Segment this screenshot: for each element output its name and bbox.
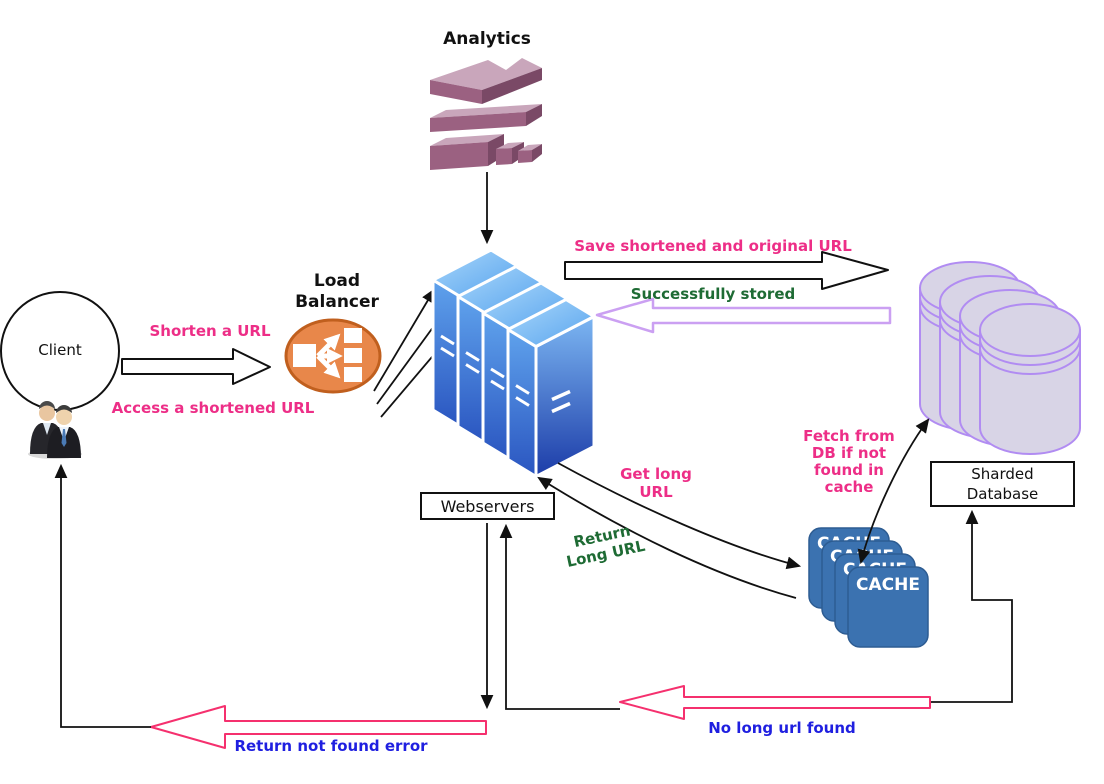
- client-to-lb-arrow: [121, 348, 271, 385]
- webservers-up-arrow: [499, 523, 620, 710]
- cache-label: CACHE: [856, 575, 920, 595]
- edge-label-get-long: Get long URL: [620, 465, 692, 501]
- edge-label-not-found: Return not found error: [234, 737, 428, 755]
- stored-arrow: [595, 297, 892, 334]
- label-load-balancer: Load Balancer: [295, 271, 379, 312]
- server-stack-icon: [431, 248, 596, 478]
- edge-label-save: Save shortened and original URL: [574, 237, 852, 255]
- no-long-url-found-arrow: [619, 685, 931, 720]
- sharded-database-box: Sharded Database: [930, 461, 1075, 507]
- edge-label-shorten: Shorten a URL: [149, 322, 271, 340]
- client-return-path: [54, 463, 151, 728]
- save-url-arrow: [564, 251, 889, 290]
- label-webservers: Webservers: [440, 496, 535, 516]
- database-cylinders-icon: [919, 261, 1081, 455]
- analytics-icon: [430, 58, 542, 170]
- cache-stack-icon: CACHE CACHE CACHE CACHE: [808, 527, 929, 648]
- edge-label-stored: Successfully stored: [630, 285, 796, 303]
- label-analytics: Analytics: [443, 29, 531, 49]
- users-icon: [28, 401, 82, 459]
- label-client: Client: [38, 341, 82, 359]
- edge-label-access: Access a shortened URL: [111, 399, 315, 417]
- label-sharded-database: Sharded Database: [966, 465, 1039, 503]
- webservers-box: Webservers: [420, 492, 555, 520]
- return-not-found-arrow: [150, 705, 487, 749]
- edge-label-fetch: Fetch from DB if not found in cache: [803, 427, 895, 496]
- return-long-url-arrow: [537, 476, 797, 599]
- edge-label-no-long: No long url found: [708, 719, 856, 737]
- get-long-url-arrow: [557, 462, 802, 570]
- load-balancer-icon: [284, 318, 382, 394]
- db-return-path: [930, 509, 1013, 703]
- cache-db-arrow: [857, 418, 930, 565]
